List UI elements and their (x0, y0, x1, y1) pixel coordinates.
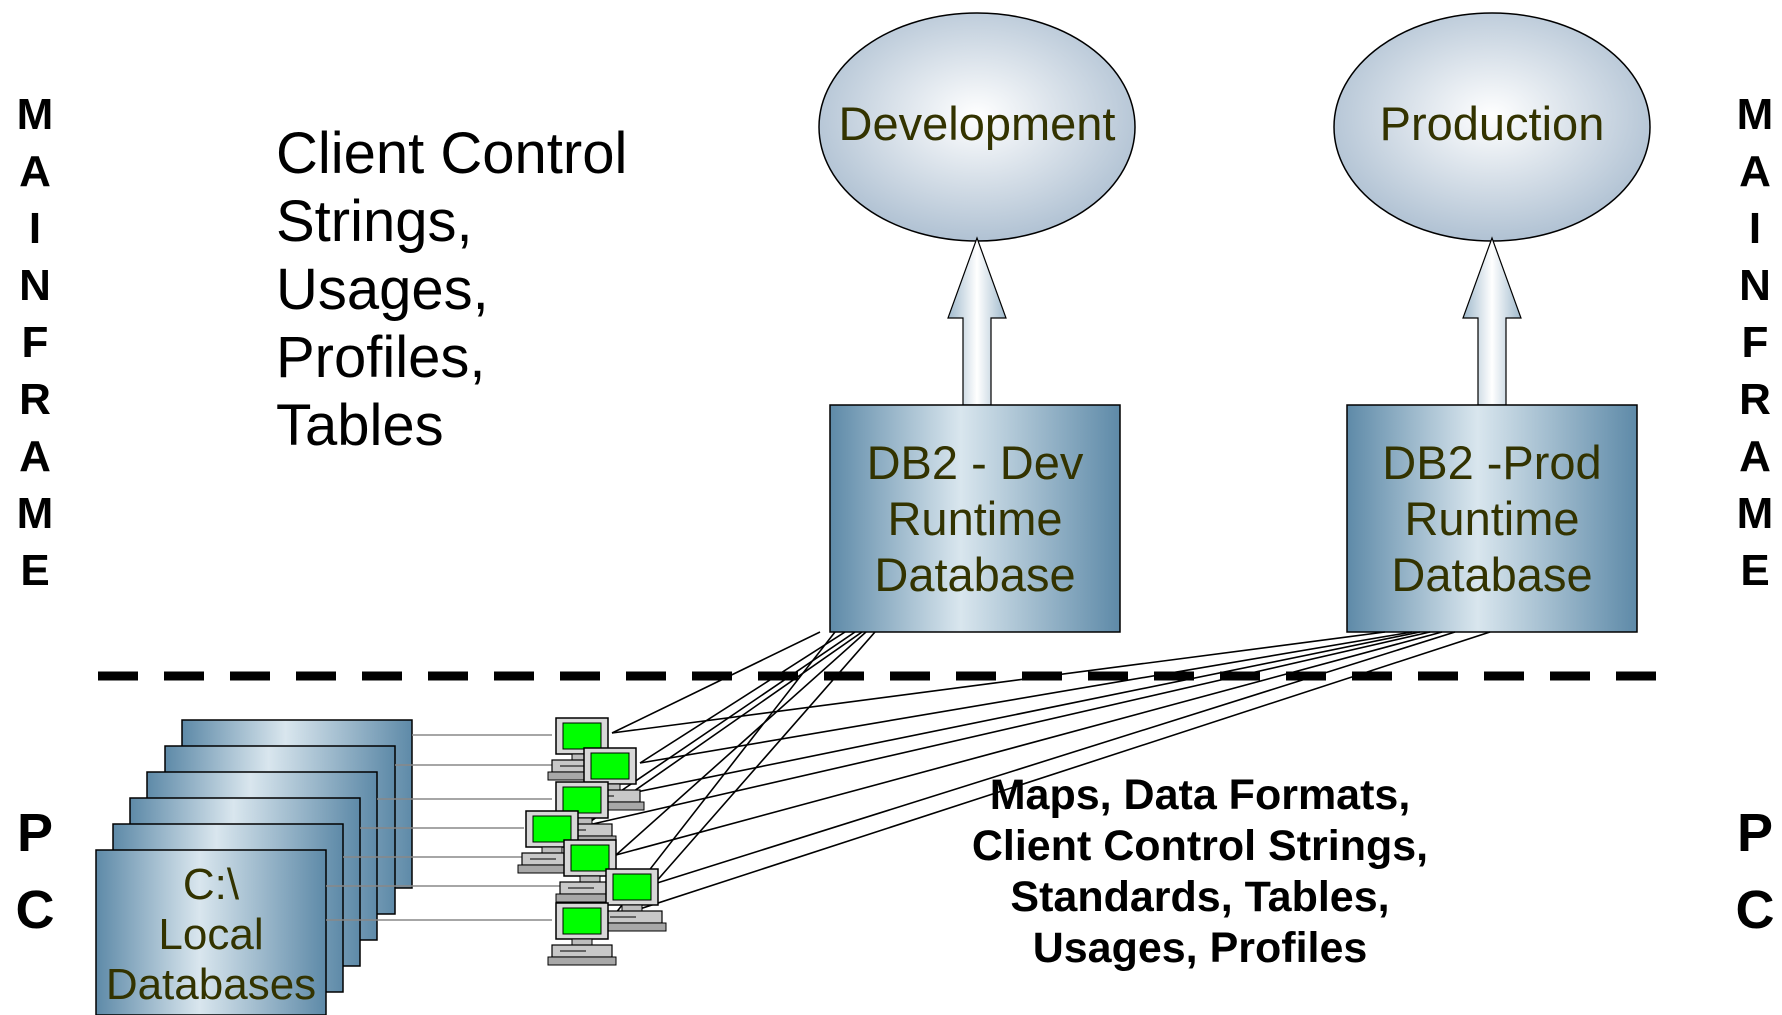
text-line: Client Control (276, 121, 628, 186)
dev-up-arrow (947, 236, 1007, 406)
db2-prod-label: DB2 -Prod Runtime Database (1347, 435, 1637, 603)
label-char: M (1736, 90, 1774, 139)
label-char: M (16, 90, 54, 139)
development-label: Development (838, 97, 1116, 150)
label-char: F (1741, 318, 1769, 367)
label-char: P (1736, 803, 1774, 863)
local-databases-label: C:\ Local Databases (96, 860, 326, 1010)
text-line: Databases (105, 960, 317, 1009)
label-char: N (19, 261, 51, 310)
label-char: C (15, 880, 55, 940)
left-pc-label: P C (0, 795, 70, 949)
label-char: A (1739, 147, 1771, 196)
text-line: Runtime (887, 492, 1063, 545)
label-char: I (28, 204, 42, 253)
label-char: E (20, 546, 50, 595)
pc-transfer-text: Maps, Data Formats, Client Control Strin… (900, 770, 1500, 974)
db2-dev-box (829, 404, 1121, 633)
text-line: Standards, Tables, (1010, 873, 1390, 921)
label-char: R (19, 375, 51, 424)
label-char: M (16, 489, 54, 538)
text-line: DB2 - Dev (866, 436, 1084, 489)
text-line: Maps, Data Formats, (989, 771, 1411, 819)
production-label: Production (1379, 97, 1605, 150)
client-control-text: Client Control Strings, Usages, Profiles… (276, 120, 627, 460)
text-line: DB2 -Prod (1382, 436, 1602, 489)
label-char: P (16, 803, 54, 863)
text-line: Tables (276, 393, 444, 458)
label-char: E (1740, 546, 1770, 595)
text-line: C:\ (182, 860, 240, 909)
text-line: Runtime (1404, 492, 1580, 545)
right-mainframe-label: M A I N F R A M E (1720, 86, 1782, 599)
left-mainframe-label: M A I N F R A M E (0, 86, 70, 599)
prod-connections (583, 631, 1491, 919)
label-char: A (19, 432, 51, 481)
text-line: Usages, Profiles (1032, 924, 1368, 972)
label-char: F (21, 318, 49, 367)
label-char: A (19, 147, 51, 196)
text-line: Client Control Strings, (971, 822, 1429, 870)
text-line: Database (1391, 548, 1593, 601)
label-char: A (1739, 432, 1771, 481)
label-char: M (1736, 489, 1774, 538)
label-char: I (1748, 204, 1762, 253)
db2-dev-label: DB2 - Dev Runtime Database (830, 435, 1120, 603)
right-pc-label: P C (1720, 795, 1782, 949)
text-line: Database (874, 548, 1076, 601)
label-char: R (1739, 375, 1771, 424)
text-line: Usages, (276, 257, 489, 322)
pc-workstations (517, 717, 667, 966)
label-char: N (1739, 261, 1771, 310)
text-line: Local (158, 910, 264, 959)
prod-up-arrow (1462, 236, 1522, 406)
text-line: Profiles, (276, 325, 486, 390)
db2-prod-box (1346, 404, 1638, 633)
text-line: Strings, (276, 189, 473, 254)
label-char: C (1735, 880, 1775, 940)
local-database-stack (95, 719, 413, 1015)
